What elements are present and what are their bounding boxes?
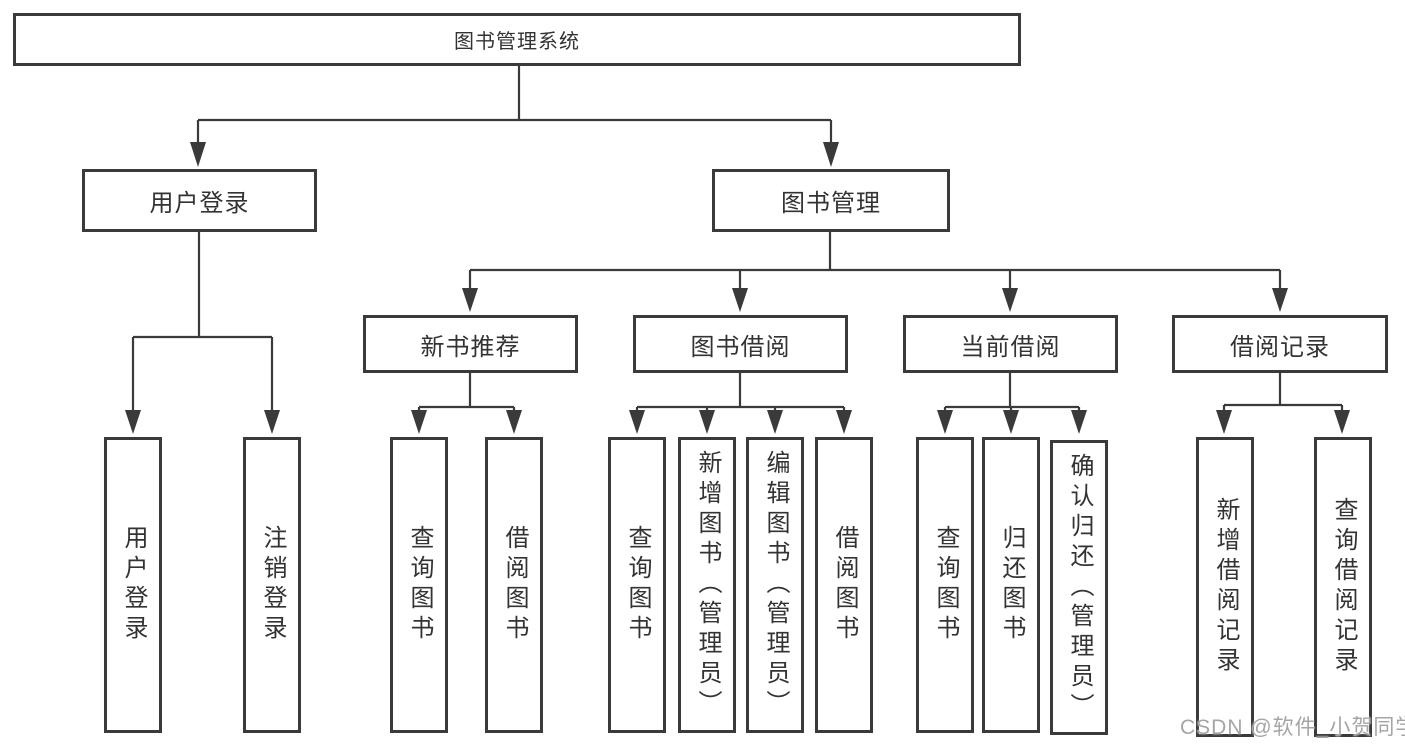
leaf-current-confirm-return-admin: 确认归还（管理员） bbox=[1050, 440, 1108, 735]
node-book-borrowing: 图书借阅 bbox=[633, 315, 848, 373]
watermark: CSDN @软件_小贺同学 bbox=[1180, 716, 1405, 739]
leaf-borrow-borrow-books: 借阅图书 bbox=[815, 437, 873, 733]
node-borrowing-records: 借阅记录 bbox=[1172, 315, 1388, 373]
node-root: 图书管理系统 bbox=[13, 13, 1021, 66]
node-new-book-recommendation: 新书推荐 bbox=[363, 315, 578, 373]
leaf-borrow-edit-books-admin: 编辑图书（管理员） bbox=[746, 437, 804, 733]
node-current-borrowing: 当前借阅 bbox=[903, 315, 1118, 373]
node-book-management: 图书管理 bbox=[712, 169, 950, 232]
leaf-current-return-books: 归还图书 bbox=[982, 437, 1040, 733]
leaf-newbook-query-books: 查询图书 bbox=[390, 437, 448, 733]
leaf-user-login: 用户登录 bbox=[104, 437, 162, 733]
node-user-login: 用户登录 bbox=[82, 169, 317, 232]
leaf-records-add-record: 新增借阅记录 bbox=[1196, 437, 1254, 737]
leaf-borrow-query-books: 查询图书 bbox=[608, 437, 666, 733]
leaf-logout: 注销登录 bbox=[243, 437, 301, 733]
leaf-newbook-borrow-books: 借阅图书 bbox=[485, 437, 543, 733]
leaf-current-query-books: 查询图书 bbox=[916, 437, 974, 733]
leaf-records-query-record: 查询借阅记录 bbox=[1314, 437, 1372, 737]
leaf-borrow-add-books-admin: 新增图书（管理员） bbox=[678, 437, 736, 733]
